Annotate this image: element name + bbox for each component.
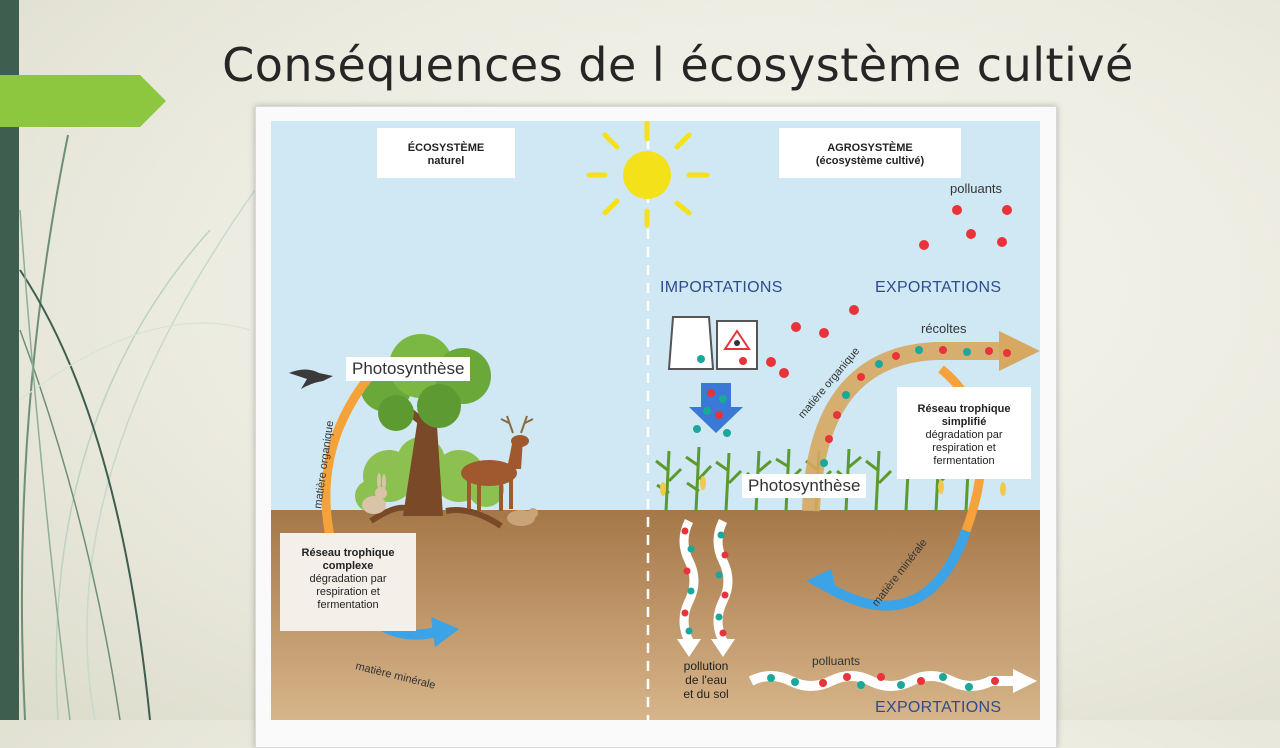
arrow-head-left bbox=[431, 617, 459, 647]
agro-ecosystem-label: AGROSYSTÈME (écosystème cultivé) bbox=[779, 128, 961, 178]
sun-icon bbox=[586, 121, 710, 228]
leaching-arrows bbox=[677, 518, 735, 657]
fertilizer-bag-icon bbox=[667, 316, 715, 370]
bird-icon bbox=[289, 369, 333, 389]
label-polluants-bottom: polluants bbox=[812, 654, 860, 668]
rodent-icon bbox=[507, 508, 538, 526]
label-importations: IMPORTATIONS bbox=[660, 279, 783, 296]
label-exportations-bottom: EXPORTATIONS bbox=[875, 699, 1002, 716]
complex-web-text3: fermentation bbox=[317, 599, 379, 611]
simplified-web-title1: Réseau trophique bbox=[917, 403, 1011, 415]
label-polluants-top: polluants bbox=[950, 181, 1003, 196]
natural-box-title: ÉCOSYSTÈME bbox=[407, 142, 485, 154]
complex-web-text1: dégradation par bbox=[309, 573, 387, 585]
label-exportations-top: EXPORTATIONS bbox=[875, 279, 1002, 296]
bottom-export-arrow bbox=[748, 669, 1037, 693]
pollution-label: pollution de l'eau et du sol bbox=[666, 659, 746, 701]
rabbit-icon bbox=[362, 473, 387, 514]
harvest-arrow-head bbox=[999, 331, 1040, 371]
arrow-head-right bbox=[806, 569, 839, 599]
label-recoltes: récoltes bbox=[921, 321, 967, 336]
complex-web-text2: respiration et bbox=[316, 586, 380, 598]
simplified-web-text2: respiration et bbox=[932, 442, 996, 454]
complex-food-web-box: Réseau trophique complexe dégradation pa… bbox=[280, 533, 416, 631]
simplified-web-text1: dégradation par bbox=[925, 429, 1003, 441]
airborne-pollutants bbox=[766, 205, 1012, 378]
pollution-line2: de l'eau bbox=[685, 673, 727, 687]
green-title-tab bbox=[0, 75, 166, 127]
slide-title: Conséquences de l écosystème cultivé bbox=[222, 38, 1134, 92]
natural-ecosystem-label: ÉCOSYSTÈME naturel bbox=[377, 128, 515, 178]
import-arrow-icon bbox=[689, 383, 743, 433]
deer-icon bbox=[461, 415, 534, 511]
pesticide-can-icon bbox=[716, 320, 758, 370]
complex-web-title1: Réseau trophique bbox=[301, 547, 395, 559]
complex-web-title2: complexe bbox=[322, 560, 374, 572]
simplified-food-web-box: Réseau trophique simplifié dégradation p… bbox=[897, 387, 1031, 479]
natural-box-subtitle: naturel bbox=[427, 155, 465, 167]
label-photosynthese-left: Photosynthèse bbox=[346, 357, 471, 381]
agro-box-title: AGROSYSTÈME bbox=[827, 142, 913, 154]
label-photosynthese-right: Photosynthèse bbox=[742, 474, 867, 498]
ecosystem-diagram: matière organique matière minérale matiè… bbox=[271, 121, 1040, 720]
mineral-return-arrow bbox=[828, 529, 971, 611]
pollution-line3: et du sol bbox=[683, 687, 729, 701]
simplified-web-text3: fermentation bbox=[933, 455, 995, 467]
left-accent-bar bbox=[0, 0, 19, 720]
decorative-swooshes bbox=[19, 134, 256, 720]
simplified-web-title2: simplifié bbox=[941, 416, 987, 428]
pollution-line1: pollution bbox=[683, 659, 729, 673]
organic-matter-arrow-left bbox=[321, 374, 373, 542]
agro-box-subtitle: (écosystème cultivé) bbox=[815, 155, 925, 167]
